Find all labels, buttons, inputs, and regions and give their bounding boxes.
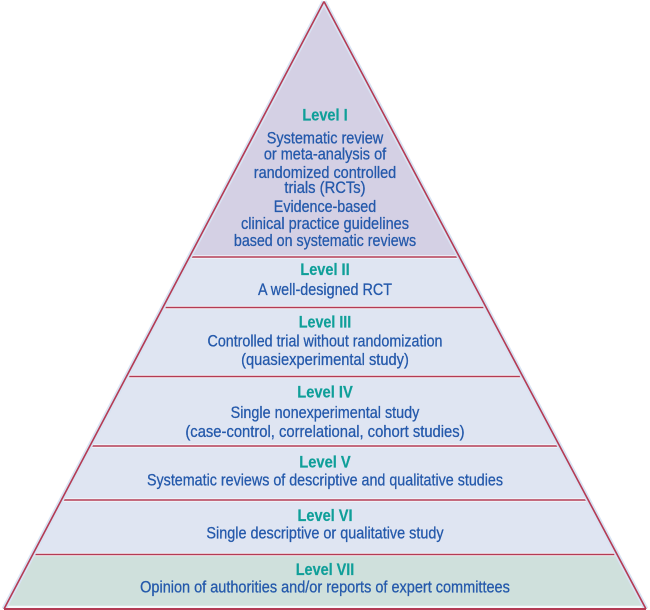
svg-text:A well-designed RCT: A well-designed RCT [258,281,392,299]
svg-text:Opinion of authorities and/or: Opinion of authorities and/or reports of… [140,579,510,597]
svg-text:Controlled trial without rando: Controlled trial without randomization [208,333,443,351]
svg-text:Level VI: Level VI [298,507,353,525]
svg-text:Level IV: Level IV [297,384,353,402]
svg-text:based on systematic reviews: based on systematic reviews [234,232,416,250]
svg-text:Level I: Level I [302,107,347,125]
svg-text:clinical practice guidelines: clinical practice guidelines [241,215,409,233]
svg-text:Evidence-based: Evidence-based [274,198,376,216]
svg-text:Single nonexperimental study: Single nonexperimental study [231,404,420,422]
svg-text:Level III: Level III [299,313,352,331]
svg-text:(case-control, correlational,: (case-control, correlational, cohort stu… [185,423,464,441]
svg-text:randomized controlled: randomized controlled [254,164,397,182]
svg-text:or meta-analysis of: or meta-analysis of [264,146,387,164]
svg-text:Systematic reviews of descript: Systematic reviews of descriptive and qu… [147,471,503,489]
svg-text:Level VII: Level VII [296,561,355,579]
svg-text:Level V: Level V [299,454,351,472]
svg-text:(quasiexperimental study): (quasiexperimental study) [241,351,409,369]
svg-text:Systematic review: Systematic review [267,129,384,147]
svg-text:Single descriptive or qualitat: Single descriptive or qualitative study [206,525,444,543]
svg-text:Level II: Level II [300,261,349,279]
svg-text:trials (RCTs): trials (RCTs) [284,179,365,197]
